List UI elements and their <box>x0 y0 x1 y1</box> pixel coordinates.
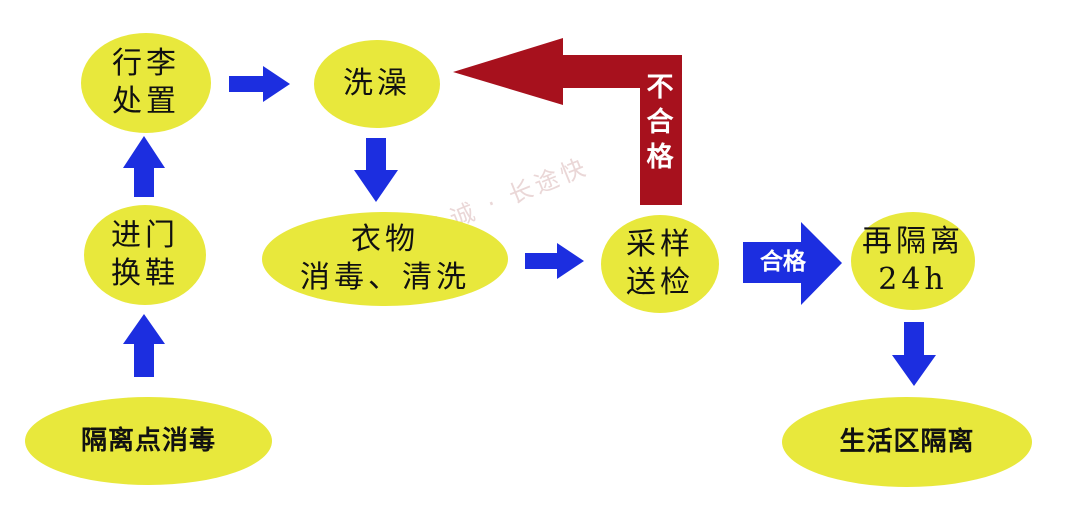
node-shower: 洗澡 <box>314 40 440 128</box>
arrow-up-icon <box>123 136 165 197</box>
node-label: 洗澡 <box>343 66 411 101</box>
arrow-right-icon <box>229 66 290 102</box>
node-label: 行李 处置 <box>112 46 180 119</box>
node-clothes: 衣物 消毒、清洗 <box>262 212 508 306</box>
node-entry: 进门 换鞋 <box>84 205 206 305</box>
node-living-area: 生活区隔离 <box>782 397 1032 487</box>
node-label: 采样 送检 <box>626 227 694 300</box>
node-site-disinfect: 隔离点消毒 <box>25 397 272 485</box>
node-label: 再隔离 24h <box>862 224 964 297</box>
node-requarantine: 再隔离 24h <box>851 212 975 310</box>
arrow-right-icon <box>525 243 584 279</box>
node-label: 衣物 消毒、清洗 <box>300 222 470 295</box>
arrow-up-icon <box>123 314 165 377</box>
pass-label: 合格 <box>760 249 806 275</box>
fail-arrow-icon <box>453 38 682 205</box>
node-label: 进门 换鞋 <box>111 218 179 291</box>
fail-label: 不 合 格 <box>646 72 674 173</box>
arrow-down-icon <box>354 138 398 202</box>
node-label: 生活区隔离 <box>839 427 975 457</box>
arrow-down-icon <box>892 322 936 386</box>
node-luggage: 行李 处置 <box>81 33 211 133</box>
node-label: 隔离点消毒 <box>80 426 216 456</box>
pass-arrow-icon <box>743 222 842 305</box>
node-sampling: 采样 送检 <box>601 215 719 313</box>
